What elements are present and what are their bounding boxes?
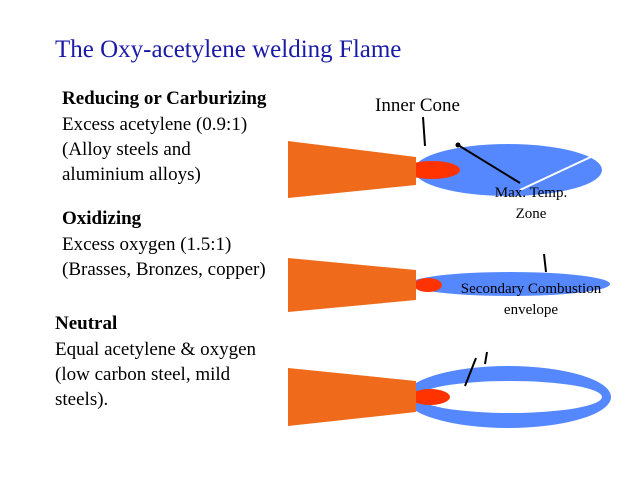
oxidizing-line-2: (Brasses, Bronzes, copper) xyxy=(62,259,266,280)
reducing-flame-highlight xyxy=(519,154,596,191)
max-temp-label: Max. Temp. Zone xyxy=(486,183,576,225)
neutral-line-3: steels). xyxy=(55,389,109,410)
secondary-label-line-2: envelope xyxy=(503,302,559,318)
oxidizing-line-1: Excess oxygen (1.5:1) xyxy=(62,234,232,255)
inner-cone-label: Inner Cone xyxy=(375,95,460,116)
oxidizing-flame xyxy=(288,258,610,312)
neutral-nozzle xyxy=(288,368,416,426)
oxidizing-inner-cone xyxy=(414,278,442,292)
max-temp-label-line-1: Max. Temp. xyxy=(494,185,568,201)
neutral-pointer-2 xyxy=(484,351,488,365)
reducing-flame xyxy=(288,141,602,198)
reducing-line-1: Excess acetylene (0.9:1) xyxy=(62,114,248,135)
reducing-line-3: aluminium alloys) xyxy=(62,164,201,185)
secondary-pointer xyxy=(543,253,547,273)
oxidizing-nozzle xyxy=(288,258,416,312)
reducing-nozzle xyxy=(288,141,416,198)
oxidizing-envelope xyxy=(410,272,610,296)
neutral-line-2: (low carbon steel, mild xyxy=(55,364,231,385)
neutral-heading: Neutral xyxy=(55,313,118,334)
neutral-line-1: Equal acetylene & oxygen xyxy=(55,339,257,360)
reducing-inner-cone xyxy=(404,161,460,179)
max-temp-pointer-dot xyxy=(455,142,461,148)
max-temp-label-line-2: Zone xyxy=(515,206,547,222)
secondary-label: Secondary Combustion envelope xyxy=(445,279,617,321)
neutral-inner-cone xyxy=(410,389,450,405)
reducing-heading: Reducing or Carburizing xyxy=(62,88,267,109)
neutral-pointer-1 xyxy=(464,357,477,387)
max-temp-pointer xyxy=(457,144,521,184)
reducing-envelope xyxy=(414,144,602,196)
inner-cone-pointer xyxy=(422,116,426,147)
secondary-label-line-1: Secondary Combustion xyxy=(460,281,602,297)
reducing-line-2: (Alloy steels and xyxy=(62,139,191,160)
neutral-flame xyxy=(288,366,611,428)
page-title: The Oxy-acetylene welding Flame xyxy=(55,36,402,63)
oxidizing-heading: Oxidizing xyxy=(62,208,142,229)
neutral-gap xyxy=(418,381,602,413)
